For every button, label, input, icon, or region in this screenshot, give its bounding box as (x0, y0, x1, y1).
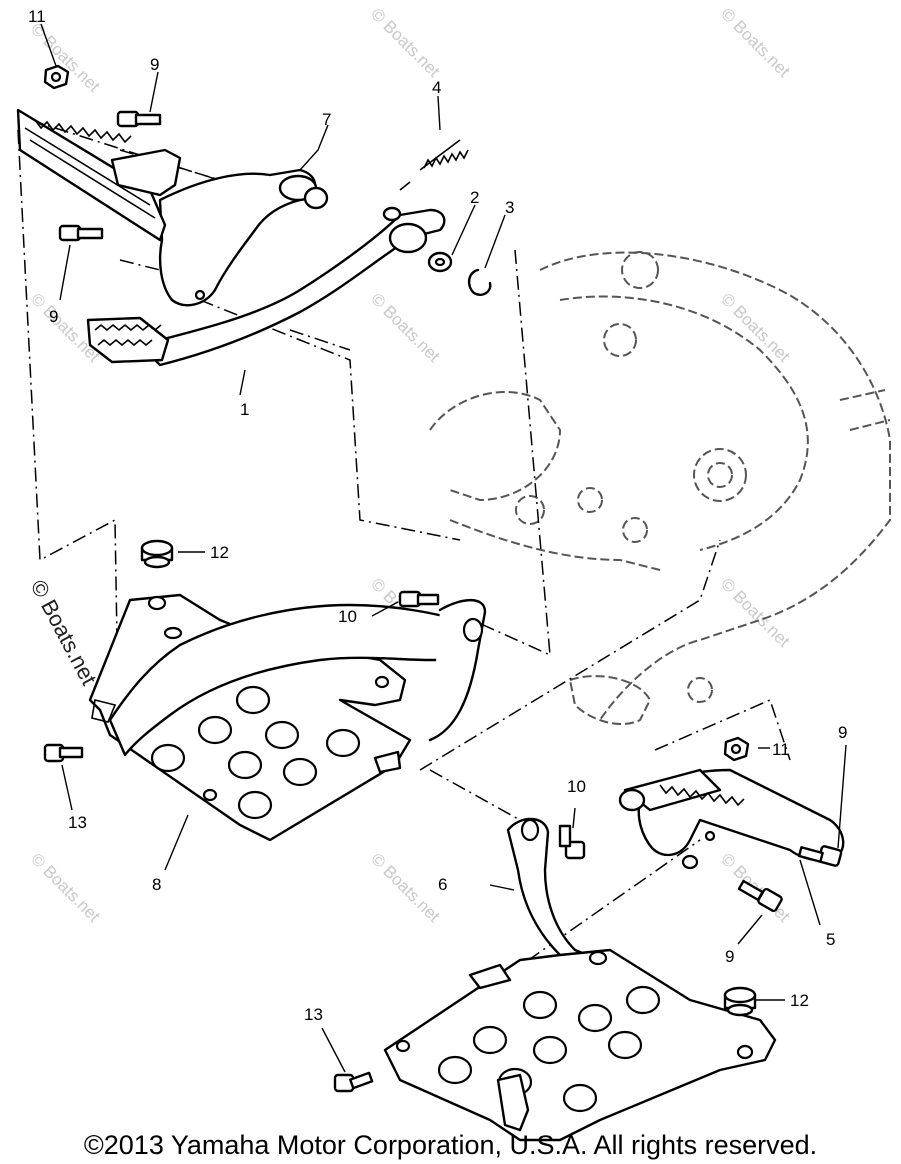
footrest-plate-right (383, 817, 777, 1142)
callout-1: 1 (240, 400, 249, 419)
callout-labels: 11 9 7 4 2 3 9 1 12 10 13 8 11 9 10 6 5 … (28, 7, 847, 1024)
brake-pedal (86, 206, 446, 367)
rider-footrest-bracket-left (16, 108, 329, 307)
bolt-right-lower (737, 879, 783, 913)
reference-lines (17, 119, 791, 1051)
nut-upper-left (43, 64, 70, 90)
callout-8: 8 (152, 875, 161, 894)
callout-10: 10 (567, 777, 586, 796)
washer (427, 251, 453, 273)
callout-11: 11 (28, 7, 46, 26)
rubber-damper-right (723, 986, 757, 1017)
callout-4: 4 (432, 78, 441, 97)
copyright-notice: ©2013 Yamaha Motor Corporation, U.S.A. A… (83, 1130, 818, 1160)
bolt-10-lower (558, 824, 586, 860)
callout-9: 9 (49, 307, 58, 326)
bolt-upper (116, 110, 162, 128)
callout-12: 12 (210, 543, 229, 562)
watermark-text: © Boats.net (367, 849, 444, 926)
callout-5: 5 (826, 930, 835, 949)
footrest-plate-left (88, 593, 487, 842)
watermark-text-dark: © Boats.net (26, 576, 102, 690)
bolt-13-right (333, 1071, 374, 1093)
callout-9: 9 (150, 55, 159, 74)
callout-11: 11 (772, 740, 790, 759)
circlip (467, 268, 492, 297)
frame-outline (429, 251, 891, 725)
bolt-10-upper (398, 590, 440, 608)
callout-9: 9 (725, 947, 734, 966)
callout-13: 13 (68, 813, 87, 832)
watermark-text: © Boats.net (367, 4, 444, 81)
callout-13: 13 (304, 1005, 323, 1024)
callout-12: 12 (790, 991, 809, 1010)
watermark-text: © Boats.net (717, 4, 794, 81)
callout-2: 2 (470, 188, 479, 207)
rubber-damper-left (140, 539, 174, 569)
footrest-bracket-right (618, 768, 845, 870)
callout-6: 6 (438, 875, 447, 894)
nut-right (723, 736, 750, 762)
leader-lines (40, 23, 847, 1073)
return-spring (399, 139, 469, 191)
watermark-text: © Boats.net (27, 849, 104, 926)
callout-7: 7 (322, 110, 331, 129)
callout-9: 9 (838, 723, 847, 742)
callout-10: 10 (338, 607, 357, 626)
watermark-text: © Boats.net (717, 574, 794, 651)
bolt-13-left (43, 743, 84, 763)
bolt-middle-left (58, 224, 104, 242)
callout-3: 3 (505, 198, 514, 217)
watermark-text: © Boats.net (367, 289, 444, 366)
bolt-right-upper (797, 845, 843, 867)
